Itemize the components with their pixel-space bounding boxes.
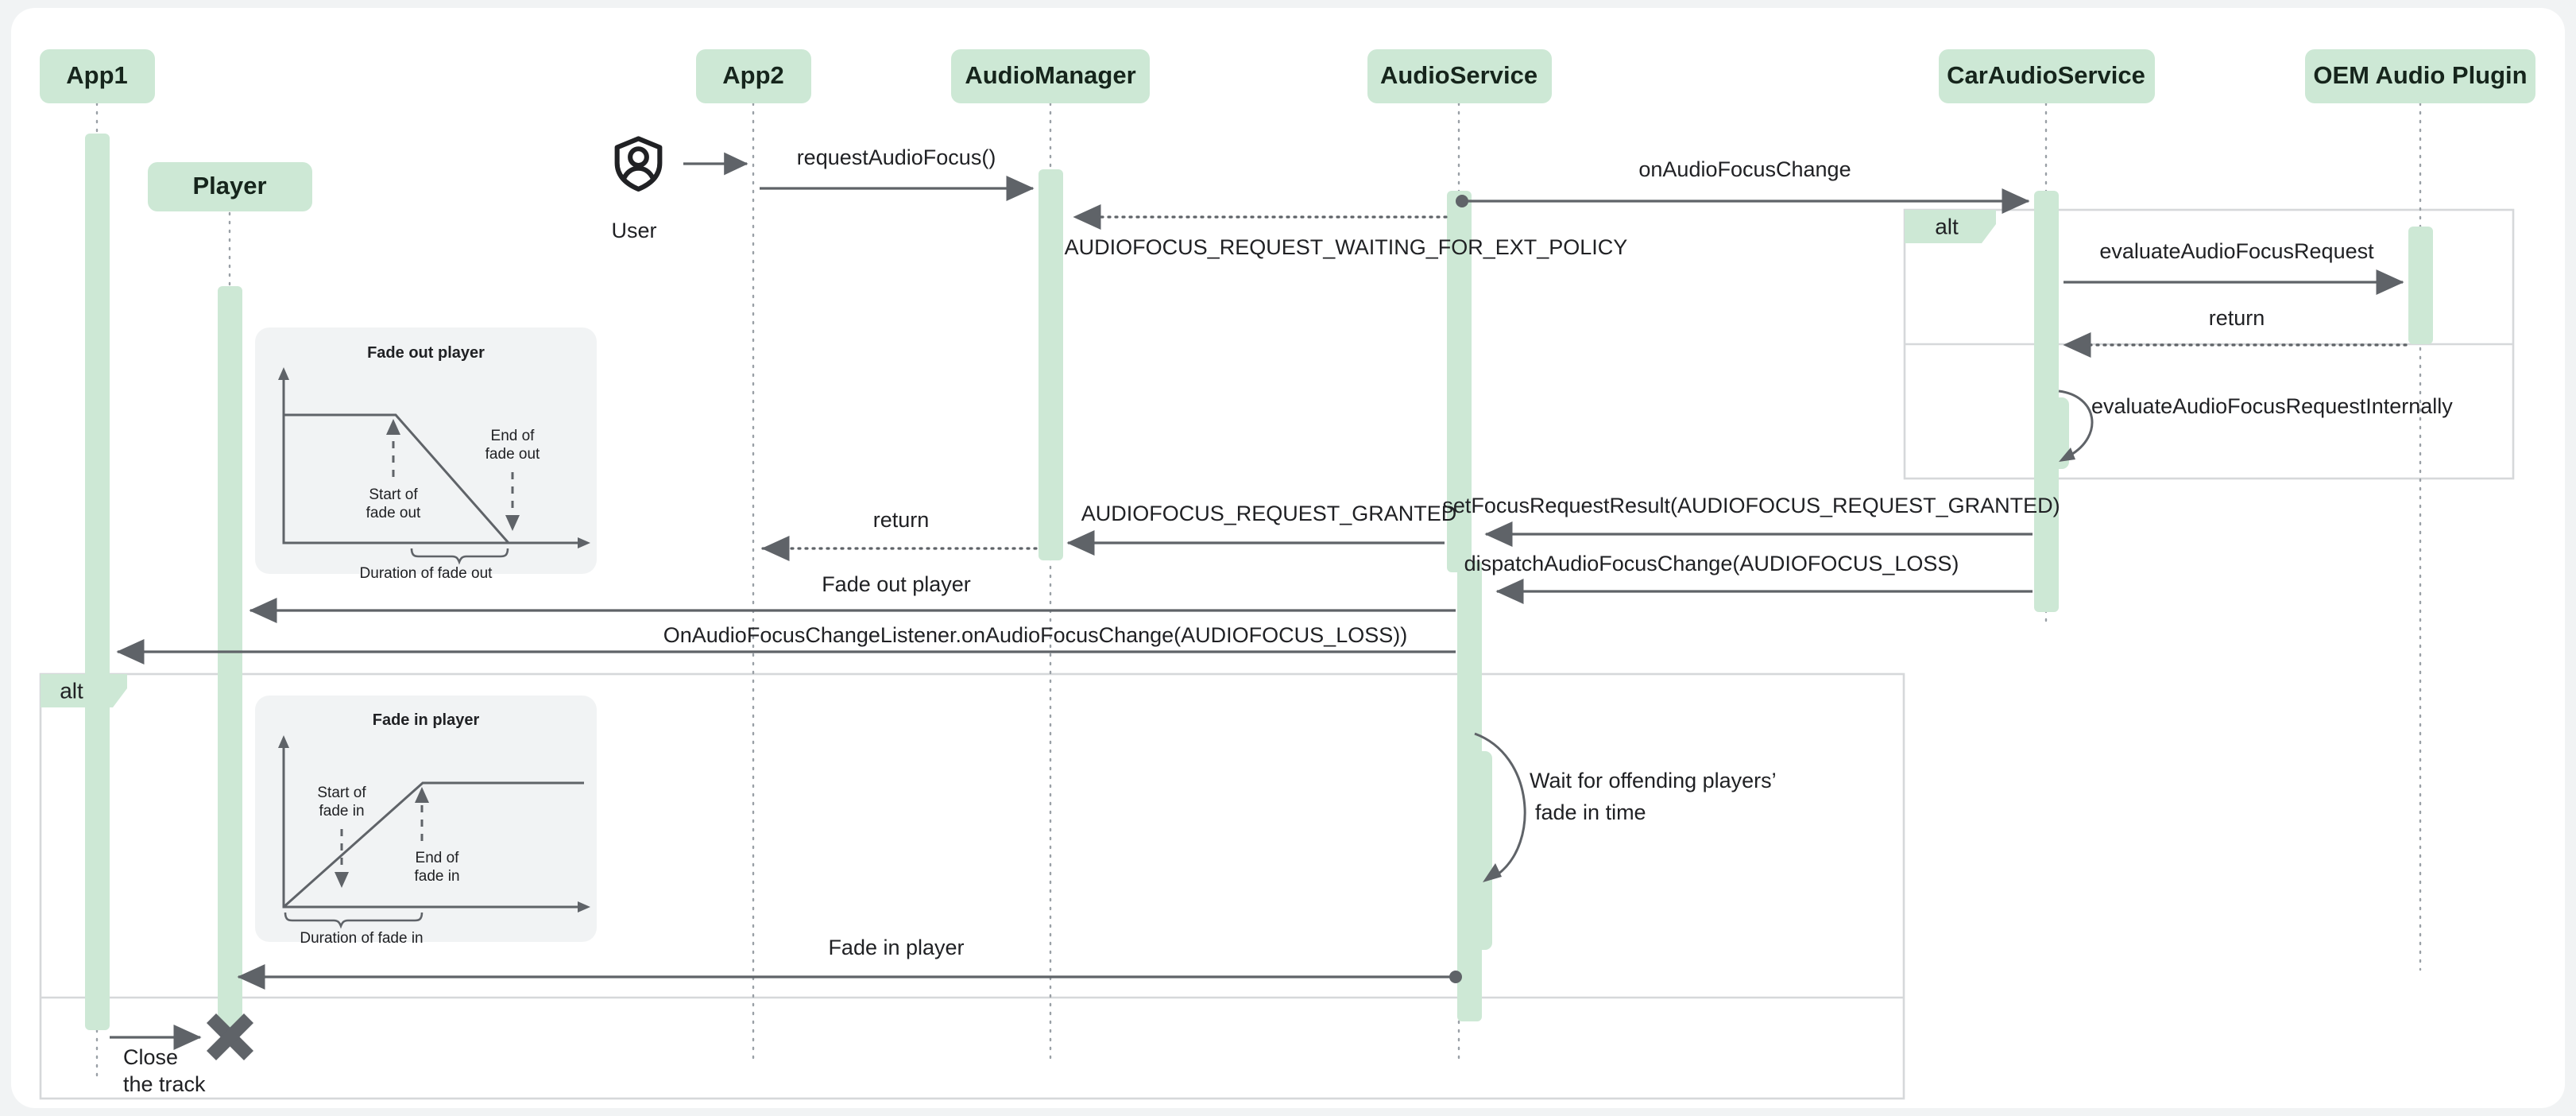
message-onAudioFocusChangeListener: OnAudioFocusChangeListener.onAudioFocusC… [116, 623, 1456, 665]
message-close-the-track: Close the track [110, 1025, 206, 1096]
note-fade-in-end-l1: End of [416, 850, 460, 866]
note-fade-out-title: Fade out player [367, 344, 485, 362]
lifeline-label-audioservice: AudioService [1380, 61, 1537, 89]
message-label-m2: onAudioFocusChange [1638, 157, 1851, 181]
note-fade-out-end-l1: End of [491, 428, 536, 444]
activation-caraudioservice-self [2044, 397, 2069, 469]
message-label-m1: requestAudioFocus() [797, 145, 996, 169]
lifeline-label-caraudioservice: CarAudioService [1947, 61, 2145, 89]
message-label-m13-l1: Wait for offending players’ [1530, 769, 1777, 792]
message-label-m12: OnAudioFocusChangeListener.onAudioFocusC… [663, 623, 1407, 647]
message-evaluateAudioFocusRequestInternally: evaluateAudioFocusRequestInternally [2058, 389, 2453, 462]
lifeline-header-audiomanager[interactable]: AudioManager [951, 49, 1150, 103]
message-label-m8: AUDIOFOCUS_REQUEST_GRANTED [1081, 502, 1457, 525]
x-destroy-icon [206, 1013, 254, 1061]
user-shield-icon [614, 136, 663, 192]
message-label-m15-l2: the track [123, 1072, 206, 1096]
message-return-audiomanager: return [761, 508, 1038, 561]
lifeline-header-audioservice[interactable]: AudioService [1367, 49, 1552, 103]
note-fade-out-start-l2: fade out [366, 505, 421, 521]
actor-user-label: User [611, 219, 656, 242]
message-requestAudioFocus: requestAudioFocus() [760, 145, 1035, 201]
note-fade-out-duration: Duration of fade out [360, 565, 493, 582]
fragment-alt-right: alt [1903, 208, 2515, 480]
message-fade-out-player: Fade out player [249, 572, 1456, 623]
note-fade-in-end-l2: fade in [414, 868, 459, 885]
note-fade-out-end-l2: fade out [485, 446, 540, 463]
message-dispatchAudioFocusChange: dispatchAudioFocusChange(AUDIOFOCUS_LOSS… [1464, 552, 2033, 604]
message-label-m11: Fade out player [822, 572, 971, 596]
note-fade-out-start-l1: Start of [369, 486, 418, 503]
activation-oemplugin [2408, 227, 2433, 344]
lifeline-header-oemplugin[interactable]: OEM Audio Plugin [2305, 49, 2535, 103]
message-wait-fade-in-time: Wait for offending players’ fade in time [1474, 732, 1777, 882]
message-label-m9: return [873, 508, 930, 532]
message-fade-in-player: Fade in player [237, 936, 1462, 990]
note-fade-in-start-l2: fade in [319, 803, 364, 820]
lifeline-label-app2: App2 [722, 61, 784, 89]
message-onAudioFocusChange: onAudioFocusChange [1456, 157, 2030, 214]
activation-audiomanager [1039, 169, 1063, 560]
actor-user[interactable]: User [611, 136, 663, 242]
note-fade-in-title: Fade in player [373, 711, 480, 729]
note-fade-out-player: Fade out player Start of fade out End of… [255, 327, 597, 582]
message-evaluateAudioFocusRequest: evaluateAudioFocusRequest [2064, 239, 2404, 295]
message-label-m4: evaluateAudioFocusRequest [2099, 239, 2374, 263]
message-label-m3: AUDIOFOCUS_REQUEST_WAITING_FOR_EXT_POLIC… [1065, 235, 1628, 259]
lifeline-label-player: Player [192, 172, 266, 200]
message-label-m10: dispatchAudioFocusChange(AUDIOFOCUS_LOSS… [1464, 552, 1959, 575]
lifeline-label-oemplugin: OEM Audio Plugin [2313, 61, 2527, 89]
lifeline-header-app2[interactable]: App2 [696, 49, 811, 103]
activation-audioservice-self [1468, 751, 1492, 950]
activation-app1 [85, 134, 110, 1030]
message-label-m14: Fade in player [828, 936, 964, 959]
activation-audioservice-1 [1447, 191, 1472, 572]
fragment-alt-right-label: alt [1935, 214, 1959, 238]
message-waiting-for-ext-policy: AUDIOFOCUS_REQUEST_WAITING_FOR_EXT_POLIC… [1065, 204, 1628, 259]
note-fade-in-start-l1: Start of [317, 785, 366, 801]
lifeline-header-app1[interactable]: App1 [40, 49, 155, 103]
note-fade-in-duration: Duration of fade in [300, 930, 423, 947]
message-setFocusRequestResult: setFocusRequestResult(AUDIOFOCUS_REQUEST… [1442, 494, 2060, 547]
note-fade-in-player: Fade in player Start of fade in End of f… [255, 696, 597, 947]
fragment-alt-left-label: alt [60, 678, 83, 703]
message-label-m15-l1: Close [123, 1045, 178, 1069]
lifeline-header-caraudioservice[interactable]: CarAudioService [1939, 49, 2155, 103]
activation-player [218, 286, 242, 1033]
lifeline-header-player[interactable]: Player [148, 162, 312, 211]
message-audiofocus-request-granted: AUDIOFOCUS_REQUEST_GRANTED [1066, 502, 1457, 556]
message-label-m7: setFocusRequestResult(AUDIOFOCUS_REQUEST… [1442, 494, 2060, 517]
message-label-m5: return [2209, 306, 2265, 330]
message-return-oem: return [2063, 306, 2408, 358]
message-label-m6: evaluateAudioFocusRequestInternally [2091, 394, 2453, 418]
lifeline-label-app1: App1 [66, 61, 128, 89]
message-label-m13-l2: fade in time [1535, 800, 1646, 824]
lifeline-label-audiomanager: AudioManager [965, 61, 1135, 89]
